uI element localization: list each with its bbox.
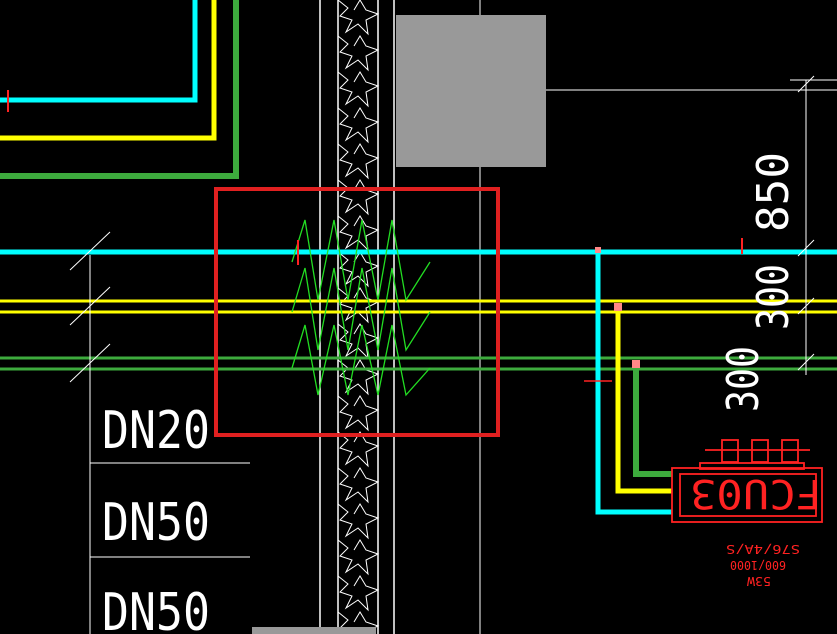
wall-hatch-mark [337,539,380,576]
wall-hatch-mark [337,287,380,324]
wall-hatch-mark [337,467,380,504]
wall-hatch-mark [337,215,380,252]
fcu-spec-line-3: S76/4A/S [726,542,800,556]
equipment-block [396,15,546,167]
pipe-label-3: DN50 [102,583,210,634]
pipe-break-upper [291,219,431,302]
pipe-break-symbols [291,219,431,397]
dim-tick-green [797,353,815,371]
riser-joint-2 [614,303,622,311]
highlight-box [214,187,500,437]
fcu-inner-body [679,473,817,517]
wall-hatch-mark [337,143,380,180]
wall-hatch-mark [337,503,380,540]
riser-pipes [584,247,672,515]
pipe-label-1: DN20 [102,401,210,461]
dim-tick-top [797,75,815,93]
fcu-connector-1 [721,439,739,463]
wall-hatch-mark [337,35,380,72]
wall-hatch-mark [337,71,380,108]
main-horizontal-pipes [0,231,837,634]
wall-hatch-mark [337,0,380,36]
wall-hatch-mark [337,251,380,288]
riser-joint-3 [632,360,640,368]
fcu-top-strip [699,462,805,470]
dim-tick-yellow [797,297,815,315]
dimension-lines: 850 300 300 [718,75,837,412]
green-riser [633,364,672,477]
yellow-pipe-bend [0,0,217,141]
cyan-riser [595,252,672,515]
fcu-spec-line-1: 53W [746,574,771,588]
wall-hatch-mark [337,179,380,216]
wall-hatch-mark [337,575,380,612]
fcu-unit: FCU03 53W 600/1000 S76/4A/S [671,439,823,588]
riser-joint-1 [595,247,601,253]
fcu-connector-2 [751,439,769,463]
yellow-riser [615,306,672,494]
pipe-label-2: DN50 [102,493,210,553]
fcu-body [671,467,823,523]
dim-label-upper: 850 [748,152,799,232]
fcu-connector-3 [781,439,799,463]
pipe-tick-1 [69,231,111,271]
dim-tick-cyan [797,239,815,257]
bottom-grey-strip [252,627,376,634]
wall-hatch-mark [337,323,380,360]
fcu-tag: FCU03 [690,470,822,516]
pipe-size-labels: DN20 DN50 DN50 [90,401,250,634]
wall-hatch-mark [337,107,380,144]
fcu-spec-line-2: 600/1000 [730,558,786,572]
dim-label-lower: 300 [718,346,769,412]
wall-column [319,0,481,634]
wall-hatch-mark [337,431,380,468]
wall-hatch-mark [337,611,380,634]
wall-hatch [337,0,380,634]
pipe-break-lower [291,324,431,397]
upper-left-pipe-bends [0,0,239,179]
pipe-break-middle [291,267,431,352]
cyan-pipe-bend [0,0,198,103]
green-pipe-bend [0,0,239,179]
dim-label-middle: 300 [748,264,799,330]
wall-hatch-mark [337,395,380,432]
